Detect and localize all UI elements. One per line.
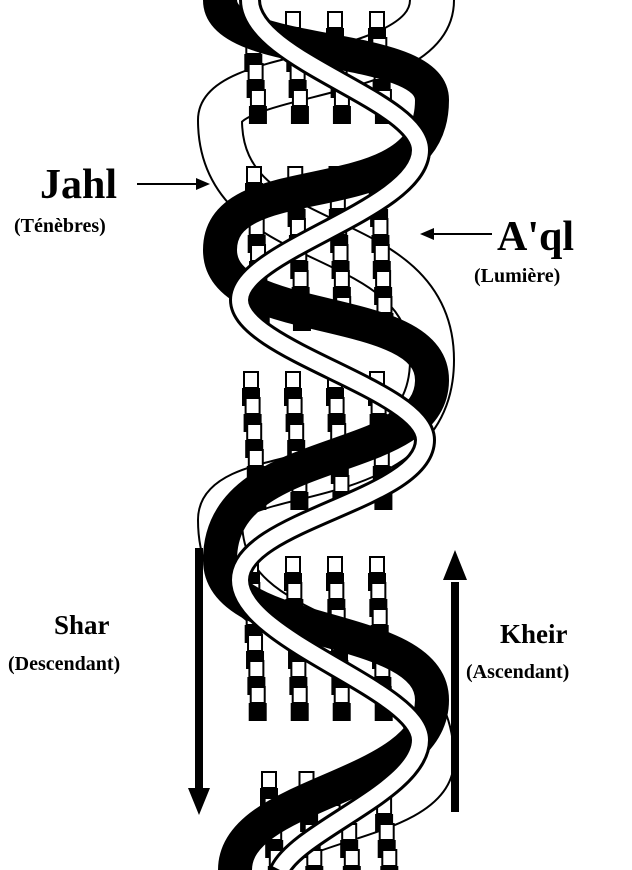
rung-dark-97 xyxy=(305,866,324,870)
rung-light-27 xyxy=(372,218,389,236)
shar-sublabel: (Descendant) xyxy=(8,653,120,675)
rung-light-67 xyxy=(370,582,387,600)
rung-light-66 xyxy=(328,582,345,600)
aql-label: A'ql xyxy=(497,214,574,260)
rung-light-84 xyxy=(261,771,277,789)
rung-light-44 xyxy=(244,397,261,415)
kheir-label: Kheir xyxy=(500,619,568,649)
rung-light-81 xyxy=(291,686,308,704)
rung-light-72 xyxy=(247,634,264,652)
rung-light-12 xyxy=(249,89,266,107)
kheir-arrow-head xyxy=(443,550,467,580)
shar-arrow-head xyxy=(188,788,210,815)
rung-light-34 xyxy=(333,270,350,288)
rung-light-62 xyxy=(327,556,343,574)
rung-light-52 xyxy=(247,449,264,467)
rung-dark-99 xyxy=(380,866,399,870)
aql-sublabel: (Lumière) xyxy=(474,265,560,287)
rung-light-71 xyxy=(371,608,388,626)
rung-dark-98 xyxy=(342,866,361,870)
rung-light-41 xyxy=(285,371,301,389)
rung-light-99 xyxy=(381,849,398,867)
rung-light-49 xyxy=(288,423,305,441)
rung-light-46 xyxy=(328,397,345,415)
rung-light-48 xyxy=(246,423,263,441)
rung-dark-57 xyxy=(290,492,309,510)
rung-dark-13 xyxy=(290,106,309,124)
rung-light-35 xyxy=(375,270,392,288)
rung-light-82 xyxy=(333,686,350,704)
jahl-arrow-head xyxy=(196,178,210,190)
rung-light-61 xyxy=(285,556,301,574)
rung-light-45 xyxy=(286,397,303,415)
rung-light-2 xyxy=(327,11,343,29)
helix-light-strand-front-fill xyxy=(231,0,434,870)
rung-light-65 xyxy=(286,582,303,600)
rung-light-63 xyxy=(369,556,385,574)
rung-dark-81 xyxy=(290,703,309,721)
rung-light-8 xyxy=(247,63,264,81)
rung-light-13 xyxy=(291,89,308,107)
rung-light-76 xyxy=(248,660,265,678)
rung-light-80 xyxy=(249,686,266,704)
rung-light-98 xyxy=(343,849,360,867)
aql-arrow-head xyxy=(420,228,434,240)
jahl-label: Jahl xyxy=(40,162,117,208)
rung-light-16 xyxy=(246,166,262,184)
rung-light-95 xyxy=(378,823,395,841)
rung-light-31 xyxy=(373,244,390,262)
rung-dark-12 xyxy=(248,106,267,124)
shar-label: Shar xyxy=(54,610,110,640)
helix-dark-strand xyxy=(202,0,450,870)
rung-dark-82 xyxy=(332,703,351,721)
rung-light-77 xyxy=(290,660,307,678)
rung-light-58 xyxy=(333,475,350,493)
rung-light-33 xyxy=(292,270,309,288)
rung-light-40 xyxy=(243,371,259,389)
kheir-sublabel: (Ascendant) xyxy=(466,661,569,683)
rung-light-3 xyxy=(369,11,385,29)
rung-dark-80 xyxy=(248,703,267,721)
rung-light-39 xyxy=(376,296,393,314)
jahl-sublabel: (Ténèbres) xyxy=(14,215,106,237)
rung-dark-14 xyxy=(332,106,351,124)
rung-light-30 xyxy=(332,244,349,262)
